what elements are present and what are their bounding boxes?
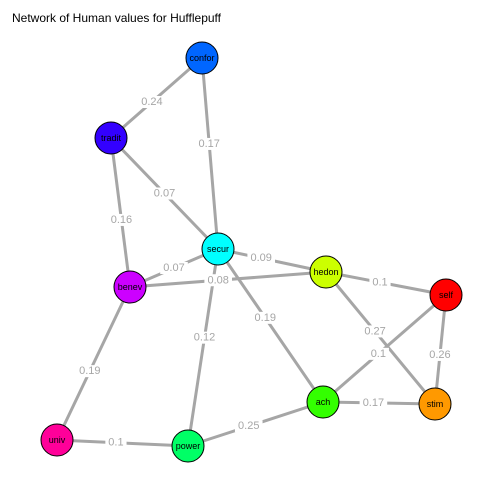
- edge-label-background: [369, 276, 391, 289]
- edge-weight-label: 0.12: [194, 332, 215, 344]
- edge-benev-univ: [55, 285, 132, 442]
- node-power: power: [171, 429, 205, 463]
- edge-label-background: [234, 420, 263, 433]
- node-circle: [306, 385, 340, 419]
- edge-label-background: [204, 274, 232, 287]
- edge-hedon-stim: [324, 270, 437, 406]
- node-label: confor: [189, 53, 214, 63]
- edge-label-background: [426, 348, 454, 361]
- node-circle: [185, 41, 219, 75]
- node-circle: [113, 270, 147, 304]
- edge-weight-label: 0.1: [108, 437, 123, 449]
- edge-label-background: [359, 396, 388, 409]
- edge-weight-label: 0.19: [79, 365, 100, 377]
- node-label: stim: [427, 399, 444, 409]
- edge-weight-label: 0.08: [207, 274, 228, 286]
- edge-label-background: [160, 262, 188, 274]
- edge-weight-label: 0.1: [371, 348, 386, 360]
- edge-label-background: [138, 96, 166, 108]
- node-self: self: [429, 278, 463, 312]
- diagram-title: Network of Human values for Hufflepuff: [12, 11, 222, 25]
- node-label: univ: [49, 435, 66, 445]
- node-circle: [171, 429, 205, 463]
- node-circle: [309, 255, 343, 289]
- node-circle: [429, 278, 463, 312]
- edge-weight-label: 0.25: [238, 420, 259, 432]
- node-label: self: [439, 290, 454, 300]
- edge-label-background: [195, 137, 223, 150]
- edge-secur-ach: [216, 247, 325, 404]
- node-circle: [40, 423, 74, 457]
- edge-weight-label: 0.27: [364, 325, 385, 337]
- edge-label-background: [150, 187, 179, 200]
- node-circle: [418, 387, 452, 421]
- edge-weight-label: 0.26: [429, 349, 450, 361]
- node-benev: benev: [113, 270, 147, 304]
- edge-weight-label: 0.17: [363, 397, 384, 409]
- edge-weight-label: 0.1: [372, 276, 387, 288]
- edge-label-background: [367, 347, 389, 360]
- node-label: ach: [316, 397, 331, 407]
- edge-label-layer: 0.24 0.17 0.07 0.16 0.07 0.09 0.08 0.12 0.19 0.1 0…: [76, 96, 454, 449]
- edge-weight-label: 0.19: [255, 312, 276, 324]
- edge-label-background: [361, 325, 389, 338]
- node-label: benev: [118, 282, 143, 292]
- node-tradit: tradit: [94, 121, 128, 155]
- edge-label-background: [107, 213, 136, 226]
- node-univ: univ: [40, 423, 74, 457]
- edge-weight-label: 0.24: [141, 96, 162, 108]
- node-layer: confor tradit secur benev hedon self ach stim un…: [40, 41, 463, 463]
- node-label: tradit: [101, 133, 122, 143]
- edge-weight-label: 0.09: [250, 252, 271, 264]
- node-label: secur: [207, 244, 229, 254]
- node-label: power: [176, 441, 201, 451]
- edge-weight-label: 0.17: [198, 138, 219, 150]
- edge-label-background: [105, 436, 127, 449]
- edge-weight-label: 0.07: [163, 262, 184, 274]
- node-circle: [94, 121, 128, 155]
- edge-weight-label: 0.16: [111, 214, 132, 226]
- node-confor: confor: [185, 41, 219, 75]
- edge-label-background: [251, 311, 280, 324]
- node-stim: stim: [418, 387, 452, 421]
- node-ach: ach: [306, 385, 340, 419]
- node-secur: secur: [201, 232, 235, 266]
- edge-label-background: [190, 331, 219, 344]
- node-circle: [201, 232, 235, 266]
- node-label: hedon: [313, 267, 338, 277]
- node-hedon: hedon: [309, 255, 343, 289]
- edge-confor-secur: [200, 56, 220, 251]
- edge-weight-label: 0.07: [154, 188, 175, 200]
- edge-label-background: [76, 365, 104, 378]
- edge-label-background: [247, 252, 275, 265]
- edge-tradit-benev: [109, 136, 132, 289]
